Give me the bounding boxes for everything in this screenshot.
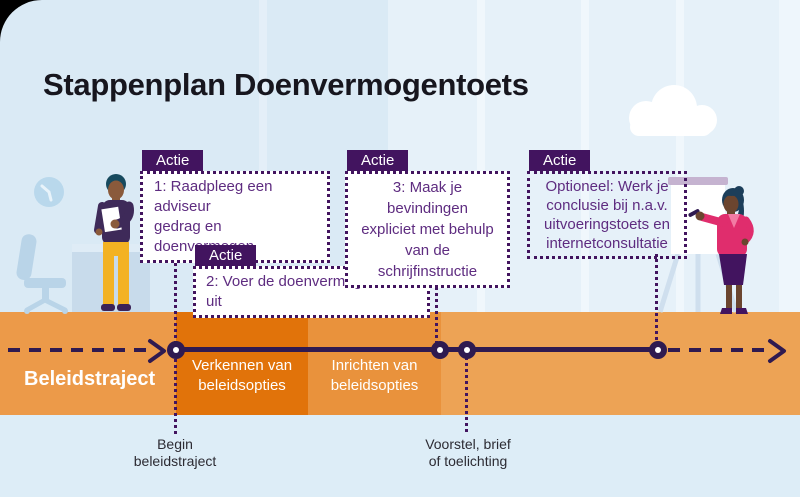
arrow-head-icon [148,339,166,363]
band-zone-start [0,312,176,415]
timeline-dashed-left [8,348,146,352]
milestone-label-voorstel: Voorstel, brief of toelichting [425,436,511,469]
action-header: Actie [529,150,591,171]
track-label: Beleidstraject [24,368,156,390]
cloud-icon [629,85,717,136]
presenter-pointing [688,186,754,314]
timeline-dot [458,341,476,359]
window-panel [779,0,800,312]
policy-track-band [0,312,800,415]
timeline-dot [167,341,185,359]
timeline-solid-line [176,347,658,352]
band-zone-inrichten [308,312,441,415]
floor-area [0,415,800,497]
timeline-dashed-right [668,348,764,352]
clock-icon [34,177,64,207]
page-title: Stappenplan Doenvermogentoets [43,66,529,102]
person-standing-with-paper [94,174,134,311]
window-stripe [259,0,267,312]
timeline-dot [431,341,449,359]
action-text: 3: Maak je bevindingen expliciet met beh… [345,171,510,288]
action-header: Actie [347,150,409,171]
connector-action1 [174,221,177,434]
connector-action4 [655,254,658,346]
action-header: Actie [142,150,204,171]
connector-action3 [435,244,438,344]
timeline-dot [649,341,667,359]
connector-milestone2 [465,352,468,432]
band-zone-end [441,312,800,415]
band-zone-verkennen [176,312,308,415]
segment-label-inrichten: Inrichten van beleidsopties [330,357,419,394]
action-text: Optioneel: Werk je conclusie bij n.a.v. … [527,171,687,259]
action-box-3: Actie 3: Maak je bevindingen expliciet m… [345,150,510,288]
office-chair-icon [16,234,68,314]
action-box-4: Actie Optioneel: Werk je conclusie bij n… [527,150,687,259]
window-stripe [477,0,485,312]
arrow-head-icon [768,339,786,363]
segment-label-verkennen: Verkennen van beleidsopties [191,357,293,394]
action-header: Actie [195,245,257,266]
window-stripe [676,0,684,312]
milestone-label-begin: Begin beleidstraject [133,436,217,469]
